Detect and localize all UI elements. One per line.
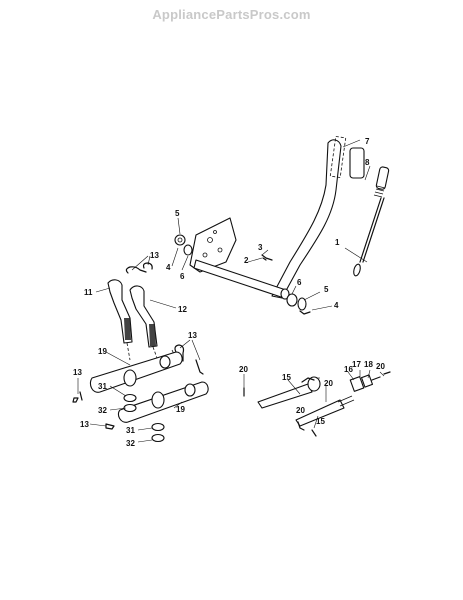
lift-arm-lower	[117, 381, 209, 423]
callout-5-right: 5	[324, 285, 329, 294]
deck-rod-lower	[295, 395, 355, 431]
callout-3: 3	[258, 243, 263, 252]
callout-6-left: 6	[180, 272, 185, 281]
callout-31-upper: 31	[98, 382, 107, 391]
callout-4-right: 4	[334, 301, 339, 310]
washers-lower	[151, 422, 165, 443]
callout-16: 16	[344, 365, 353, 374]
callout-15-lower: 15	[316, 417, 325, 426]
bushing-left	[174, 234, 193, 256]
callout-6-right: 6	[297, 278, 302, 287]
callout-20-middle: 20	[324, 379, 333, 388]
callout-20-right: 20	[376, 362, 385, 371]
lever-grip	[373, 166, 390, 198]
adjustment-block	[349, 371, 391, 392]
watermark: AppliancePartsPros.com	[152, 7, 311, 22]
callout-11: 11	[84, 288, 93, 297]
hair-pin-right	[174, 344, 204, 375]
cotter-pin	[261, 254, 273, 261]
callout-32-lower: 32	[126, 439, 135, 448]
hair-pin-top	[125, 262, 153, 274]
callout-12: 12	[178, 305, 187, 314]
deck-rod-upper	[257, 376, 321, 409]
callout-13-right: 13	[188, 331, 197, 340]
callout-2: 2	[244, 256, 249, 265]
pin-20-bottom	[311, 429, 317, 437]
callout-15-upper: 15	[282, 373, 291, 382]
callout-4-left: 4	[166, 263, 171, 272]
callout-19-upper: 19	[98, 347, 107, 356]
pivot-bracket	[189, 217, 237, 273]
callout-1: 1	[335, 238, 340, 247]
callout-31-lower: 31	[126, 426, 135, 435]
callout-8: 8	[365, 158, 370, 167]
lever-spring	[349, 147, 365, 179]
callout-13-bottom: 13	[80, 420, 89, 429]
hair-pin-bottom	[105, 423, 115, 430]
callout-13-left: 13	[73, 368, 82, 377]
lift-arm-upper	[89, 351, 183, 393]
lift-link-12	[129, 285, 158, 348]
lift-lever	[271, 136, 347, 299]
leader-lines	[77, 139, 385, 443]
callout-20-left: 20	[239, 365, 248, 374]
lift-link-11	[107, 279, 133, 344]
callout-5-left: 5	[175, 209, 180, 218]
callout-20-bottom: 20	[296, 406, 305, 415]
washers-upper	[123, 393, 137, 413]
callout-13-top: 13	[150, 251, 159, 260]
lift-rod	[353, 197, 385, 277]
hair-pin-left	[72, 391, 83, 403]
callout-18: 18	[364, 360, 373, 369]
callout-17: 17	[352, 360, 361, 369]
callout-7: 7	[365, 137, 370, 146]
callout-19-lower: 19	[176, 405, 185, 414]
callout-32-upper: 32	[98, 406, 107, 415]
bushing-right	[286, 293, 311, 315]
lift-shaft	[193, 259, 290, 300]
